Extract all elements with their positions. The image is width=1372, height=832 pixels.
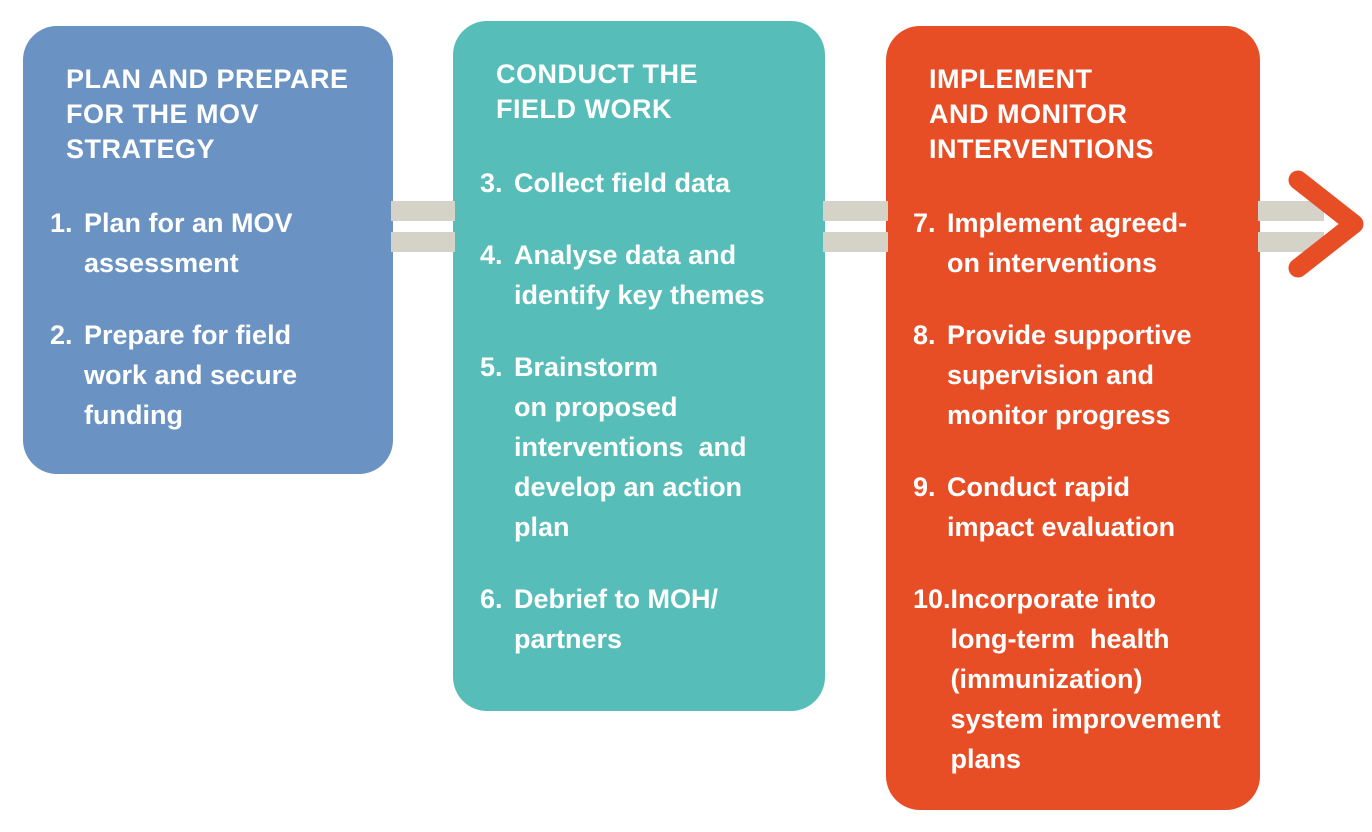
- flow-arrow-icon: [1288, 170, 1364, 278]
- item-text: Prepare for field work and secure fundin…: [84, 320, 298, 430]
- item-number: 1.: [50, 208, 73, 238]
- list-item: 3. Collect field data: [480, 163, 805, 203]
- list-item: 5. Brainstorm on proposed interventions …: [480, 347, 805, 547]
- list-item: 10. Incorporate into long-term health (i…: [913, 579, 1240, 779]
- item-text: Incorporate into long-term health (immun…: [950, 584, 1221, 774]
- connector-bar: [823, 232, 888, 252]
- list-item: 1. Plan for an MOV assessment: [50, 203, 373, 283]
- list-item: 2. Prepare for field work and secure fun…: [50, 315, 373, 435]
- list-item: 4. Analyse data and identify key themes: [480, 235, 805, 315]
- item-text: Brainstorm on proposed interventions and…: [514, 352, 747, 542]
- connector-bar: [391, 232, 455, 252]
- item-text: Debrief to MOH/ partners: [514, 584, 719, 654]
- item-text: Plan for an MOV assessment: [84, 208, 293, 278]
- item-text: Conduct rapid impact evaluation: [947, 472, 1176, 542]
- item-number: 5.: [480, 352, 503, 382]
- item-number: 7.: [913, 208, 936, 238]
- item-number: 6.: [480, 584, 503, 614]
- list-item: 9. Conduct rapid impact evaluation: [913, 467, 1240, 547]
- item-text: Collect field data: [514, 168, 731, 198]
- item-text: Provide supportive supervision and monit…: [947, 320, 1192, 430]
- list-item: 6. Debrief to MOH/ partners: [480, 579, 805, 659]
- stage-box-conduct-field-work: CONDUCT THE FIELD WORK 3. Collect field …: [453, 21, 825, 711]
- connector-bar: [1258, 201, 1324, 221]
- connector-bar: [823, 201, 888, 221]
- stage-title: CONDUCT THE FIELD WORK: [496, 59, 698, 124]
- item-text: Analyse data and identify key themes: [514, 240, 765, 310]
- connector-bar: [1258, 232, 1324, 252]
- stage-box-plan-and-prepare: PLAN AND PREPARE FOR THE MOV STRATEGY 1.…: [23, 26, 393, 474]
- stage-box-implement-and-monitor: IMPLEMENT AND MONITOR INTERVENTIONS 7. I…: [886, 26, 1260, 810]
- list-item: 8. Provide supportive supervision and mo…: [913, 315, 1240, 435]
- item-number: 2.: [50, 320, 73, 350]
- stage-title: PLAN AND PREPARE FOR THE MOV STRATEGY: [66, 64, 349, 164]
- item-number: 3.: [480, 168, 503, 198]
- item-number: 9.: [913, 472, 936, 502]
- list-item: 7. Implement agreed- on interventions: [913, 203, 1240, 283]
- item-number: 10.: [913, 584, 951, 614]
- chevron-right-icon: [1288, 170, 1364, 278]
- item-number: 8.: [913, 320, 936, 350]
- item-text: Implement agreed- on interventions: [947, 208, 1188, 278]
- item-number: 4.: [480, 240, 503, 270]
- stage-title: IMPLEMENT AND MONITOR INTERVENTIONS: [929, 64, 1155, 164]
- connector-bar: [391, 201, 455, 221]
